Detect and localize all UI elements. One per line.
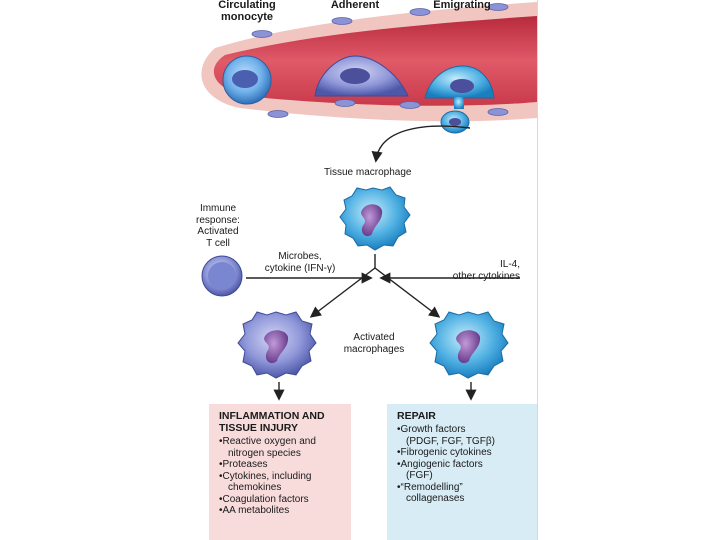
emigrating-monocyte-cell [424, 65, 495, 134]
list-item: Coagulation factors [219, 494, 341, 506]
il4-cytokines-label: IL-4, other cytokines [452, 259, 520, 282]
alternative-activation-arrow [374, 267, 441, 318]
list-item: AA metabolites [219, 505, 341, 517]
list-item: “Remodelling”collagenases [397, 482, 527, 505]
repair-box: REPAIR Growth factors(PDGF, FGF, TGFβ) F… [387, 404, 537, 540]
list-item: Fibrogenic cytokines [397, 447, 527, 459]
inflammation-box: INFLAMMATION AND TISSUE INJURY Reactive … [209, 404, 351, 540]
microbes-cytokine-label: Microbes, cytokine (IFN-γ) [264, 251, 336, 274]
list-item: Proteases [219, 459, 341, 471]
t-cell [201, 255, 243, 297]
emigration-arrow [371, 125, 471, 163]
classically-activated-macrophage-cell [237, 311, 317, 379]
inflammation-title: INFLAMMATION AND TISSUE INJURY [219, 410, 325, 434]
stage-label-emigrating: Emigrating [433, 0, 491, 11]
tissue-macrophage-label: Tissue macrophage [324, 167, 412, 178]
alternatively-activated-macrophage-cell [429, 311, 509, 379]
list-item: Growth factors(PDGF, FGF, TGFβ) [397, 424, 527, 447]
activated-macrophages-label: Activated macrophages [343, 332, 405, 355]
stage-label-adherent: Adherent [330, 0, 380, 11]
list-item: Angiogenic factors(FGF) [397, 459, 527, 482]
classical-activation-arrow [309, 267, 376, 318]
stage-label-circulating: Circulating monocyte [218, 0, 276, 23]
immune-response-label: Immune response: Activated T cell [196, 203, 240, 249]
adherent-monocyte-cell [314, 55, 409, 97]
repair-title: REPAIR [397, 410, 436, 422]
circulating-monocyte-cell [222, 55, 272, 105]
repair-list: Growth factors(PDGF, FGF, TGFβ) Fibrogen… [397, 424, 527, 505]
tissue-macrophage-cell [339, 186, 411, 251]
